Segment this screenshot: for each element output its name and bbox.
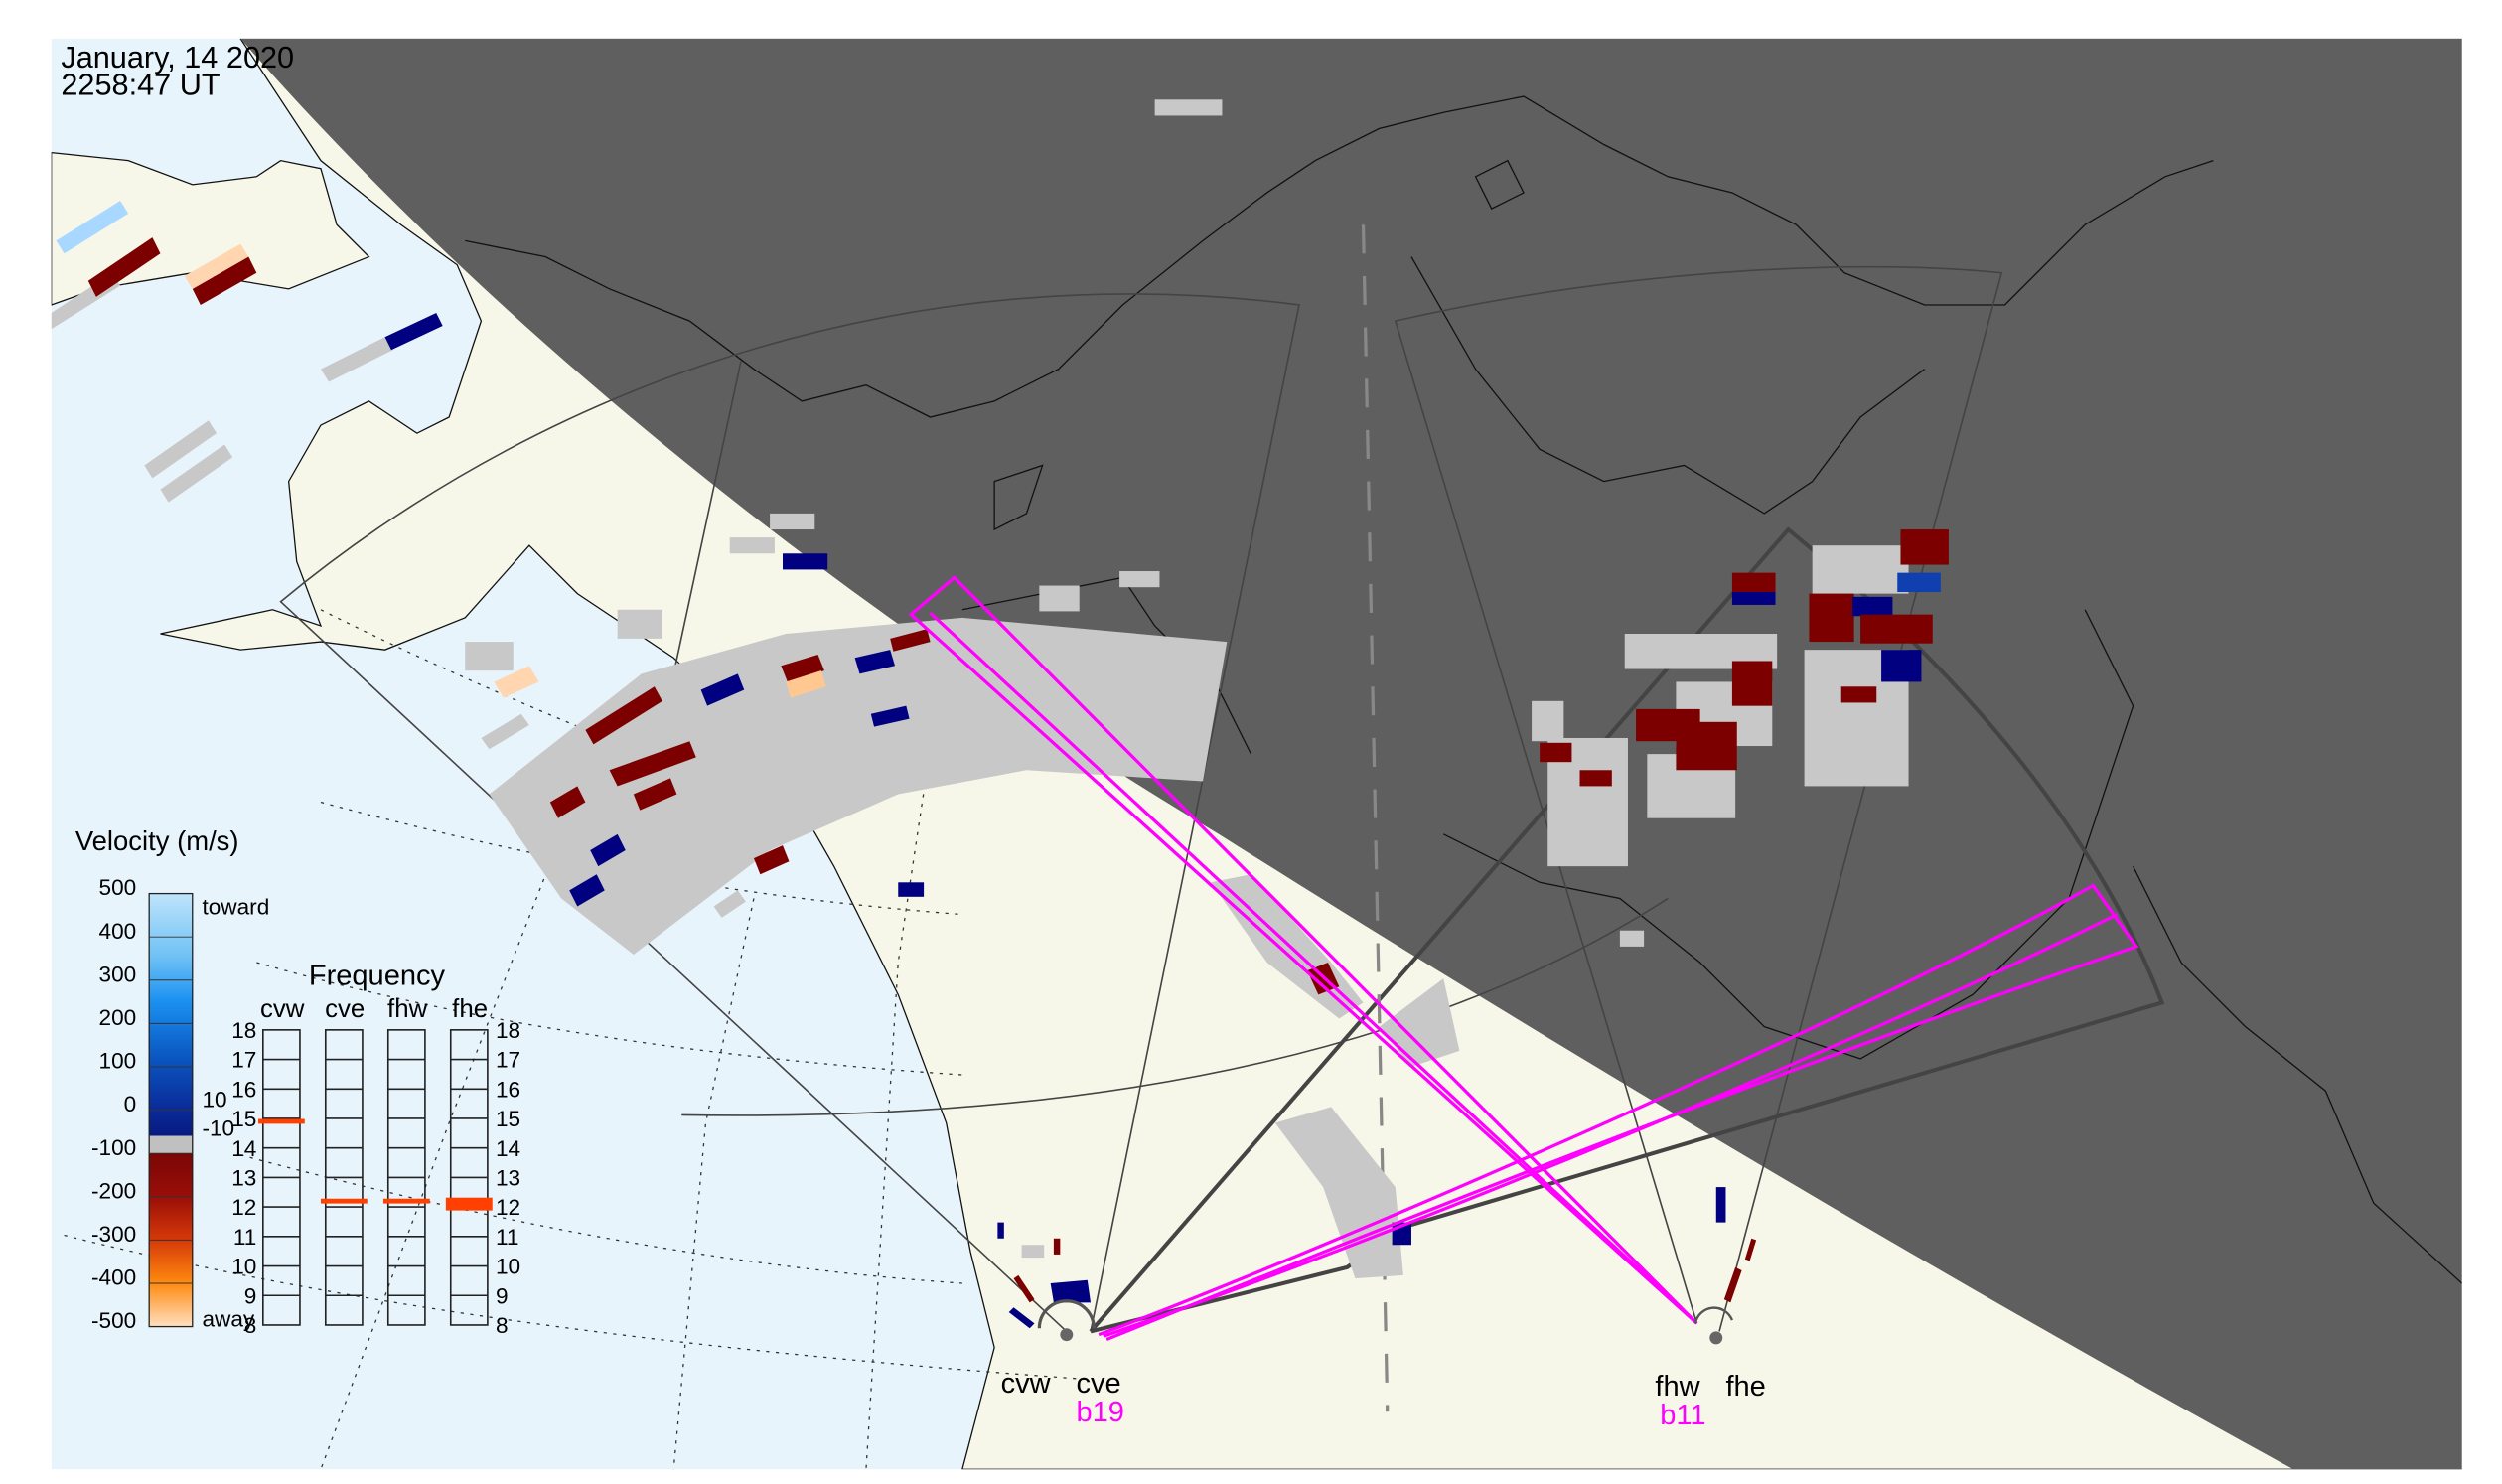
frequency-radar-label-cvw: cvw [260, 995, 305, 1023]
frequency-tick-right: 12 [496, 1195, 520, 1220]
velocity-tick-label: -200 [91, 1178, 136, 1203]
frequency-marker-fhw [382, 1198, 430, 1204]
radar-label-fhe: fhe [1725, 1371, 1765, 1403]
frequency-tick-left: 18 [231, 1018, 256, 1043]
frequency-tick-left: 15 [231, 1107, 256, 1131]
velocity-legend-title: Velocity (m/s) [75, 825, 239, 856]
toward-label: toward [202, 895, 269, 920]
frequency-tick-left: 17 [231, 1048, 256, 1073]
frequency-tick-left: 8 [244, 1313, 257, 1338]
frequency-tick-left: 9 [244, 1283, 257, 1308]
ground-scatter [51, 99, 1909, 1279]
velocity-tick-label: 100 [99, 1049, 137, 1074]
frequency-tick-right: 14 [496, 1136, 520, 1161]
frequency-tick-right: 18 [496, 1018, 520, 1043]
frequency-tick-left: 16 [231, 1077, 256, 1102]
date-label: January, 14 2020 [61, 40, 294, 74]
beam-label-b19: b19 [1076, 1397, 1123, 1428]
velocity-tick-label: -400 [91, 1265, 136, 1290]
velocity-tick-label: -500 [91, 1308, 136, 1333]
frequency-tick-right: 11 [496, 1225, 518, 1250]
velocity-tick-label: 0 [124, 1092, 137, 1116]
night-region [240, 38, 2462, 1470]
velocity-tick-label: 500 [99, 875, 137, 900]
frequency-tick-right: 10 [496, 1255, 520, 1279]
frequency-marker-cvw [257, 1118, 305, 1124]
velocity-tick-label: -300 [91, 1222, 136, 1247]
frequency-tick-right: 15 [496, 1107, 520, 1131]
coastlines-night [465, 95, 2462, 1284]
velocity-tick-label: 300 [99, 962, 137, 986]
frequency-title: Frequency [309, 961, 446, 992]
frequency-tick-left: 13 [231, 1165, 256, 1190]
away-label: away [202, 1307, 254, 1332]
velocity-tick-label: -100 [91, 1135, 136, 1160]
frequency-marker-cve [320, 1198, 368, 1204]
frequency-tick-right: 9 [496, 1283, 509, 1308]
frequency-tick-left: 14 [231, 1136, 256, 1161]
frequency-radar-label-cve: cve [325, 995, 365, 1023]
radar-sites [1037, 1299, 1734, 1345]
frequency-tick-right: 8 [496, 1313, 509, 1338]
radar-label-cvw: cvw [1001, 1368, 1052, 1400]
velocity-tick-label: 400 [99, 919, 137, 944]
frequency-radar-label-fhe: fhe [452, 995, 488, 1023]
gs-tick-pos: 10 [202, 1087, 226, 1112]
frequency-tick-right: 16 [496, 1077, 520, 1102]
frequency-tick-right: 13 [496, 1165, 520, 1190]
radar-label-cve: cve [1076, 1368, 1120, 1400]
frequency-marker-fhe [445, 1197, 493, 1211]
time-label: 2258:47 UT [61, 67, 221, 101]
frequency-radar-label-fhw: fhw [387, 995, 428, 1023]
frequency-tick-right: 17 [496, 1048, 520, 1073]
velocity-legend: Velocity (m/s) 500 400 300 200 100 0 -100 -200 -… [75, 825, 269, 1333]
fov-outlines [279, 265, 2003, 1333]
frequency-tick-left: 10 [231, 1255, 256, 1279]
frequency-tick-left: 12 [231, 1195, 256, 1220]
velocity-tick-label: 200 [99, 1005, 137, 1030]
frequency-tick-left: 11 [233, 1225, 256, 1250]
beam-label-b11: b11 [1660, 1400, 1705, 1431]
radar-label-fhw: fhw [1655, 1371, 1700, 1403]
gs-tick-neg: -10 [202, 1115, 234, 1140]
beam-highlights [908, 575, 2139, 1341]
velocity-cells [56, 201, 1949, 1329]
